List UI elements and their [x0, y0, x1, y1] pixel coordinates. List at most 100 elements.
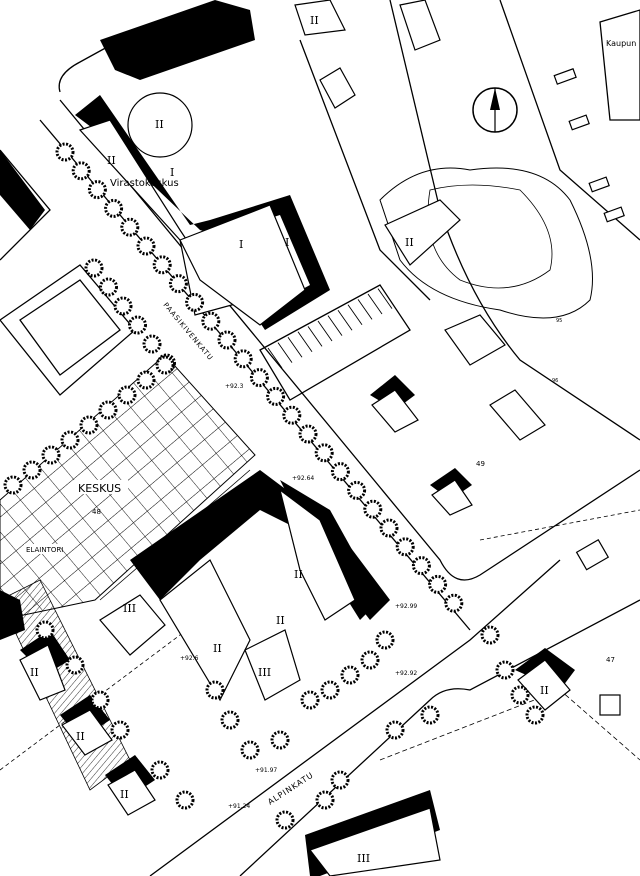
floor-label: III	[123, 602, 136, 615]
parking-edge	[259, 284, 411, 401]
tree-icon	[55, 142, 75, 162]
tree-icon	[495, 660, 515, 680]
tree-icon	[87, 180, 107, 200]
tree-icon	[411, 556, 431, 576]
tree-icon	[525, 705, 545, 725]
tree-icon	[510, 685, 530, 705]
tree-icon	[363, 499, 383, 519]
tree-icon	[420, 705, 440, 725]
floor-label: I	[239, 238, 243, 251]
paasikivenkatu-edge-east	[58, 39, 121, 93]
tree-icon	[84, 258, 104, 278]
floor-label: II	[310, 14, 319, 27]
east-shed-1	[553, 68, 577, 85]
label-virastokeskus: Virastokeskus	[110, 178, 179, 189]
elevation-label: +92.3	[225, 383, 244, 390]
tree-icon	[117, 385, 137, 405]
elevation-label: +92.64	[292, 475, 314, 482]
tree-icon	[90, 690, 110, 710]
tree-icon	[185, 292, 205, 312]
parking-stall-line	[357, 299, 373, 320]
parking-stall-line	[327, 315, 343, 336]
park-building	[384, 199, 461, 266]
tree-icon	[60, 430, 80, 450]
label-keskus: KESKUS	[78, 482, 121, 495]
west-house	[0, 590, 25, 640]
tree-icon	[249, 368, 269, 388]
tree-icon	[375, 630, 395, 650]
contour-95: 95	[556, 318, 562, 324]
tree-icon	[275, 810, 295, 830]
tree-icon	[98, 400, 118, 420]
tree-icon	[104, 198, 124, 218]
tree-icon	[220, 710, 240, 730]
tree-icon	[155, 355, 175, 375]
central-inner-2	[279, 488, 356, 621]
tree-icon	[379, 518, 399, 538]
tree-icon	[240, 740, 260, 760]
tree-icon	[35, 620, 55, 640]
floor-label: II	[120, 788, 129, 801]
floor-label: I	[170, 166, 174, 179]
south-large-body	[309, 807, 441, 876]
tree-icon	[150, 760, 170, 780]
tree-icon	[395, 537, 415, 557]
tree-icon	[113, 296, 133, 316]
parking-stall-line	[347, 304, 363, 326]
east-road-3	[299, 39, 431, 301]
tree-icon	[385, 720, 405, 740]
parking-stall-line	[267, 347, 283, 369]
tree-icon	[330, 770, 350, 790]
floor-label: II	[213, 642, 222, 655]
tree-icon	[340, 665, 360, 685]
floor-label: II	[294, 568, 303, 581]
label-kaupunki: Kaupun	[606, 39, 636, 48]
elevation-marks: +92.3 +92.64 +92.99 +92.92 +91.97 +91.24…	[180, 383, 417, 810]
central-inner-1	[159, 559, 251, 702]
parking-stall-line	[337, 309, 353, 331]
buildings-outline	[19, 0, 625, 876]
field-inner	[19, 279, 121, 376]
tree-icon	[136, 236, 156, 256]
tree-icon	[233, 349, 253, 369]
alpinkatu-edge-north	[149, 559, 561, 876]
tree-icon	[298, 424, 318, 444]
floor-labels: II II II I I I II II II II II III III II…	[30, 14, 549, 865]
floor-label: II	[540, 684, 549, 697]
east-house-2-body	[431, 479, 473, 516]
tree-icon	[152, 255, 172, 275]
south-house-1-body	[19, 644, 66, 701]
elevation-label: +92.6	[180, 655, 199, 662]
virastokeskus-tower-block	[100, 0, 255, 80]
parking-stall-line	[317, 320, 333, 342]
plot-number-47: 47	[606, 656, 615, 664]
floor-label: III	[258, 666, 271, 679]
tree-icon	[347, 480, 367, 500]
floor-label: II	[30, 666, 39, 679]
tree-icon	[300, 690, 320, 710]
south-house-2-body	[61, 709, 113, 756]
plot-number-48: 48	[92, 508, 101, 516]
plot-number-49: 49	[476, 460, 485, 468]
label-elaintori: ELAINTORI	[26, 546, 63, 554]
tree-icon	[99, 277, 118, 297]
elevation-label: +92.92	[395, 670, 417, 677]
east-house-1-body	[371, 389, 419, 433]
east-block-outline	[599, 9, 640, 121]
street-label-alpinkatu: ALPINKATU	[266, 770, 315, 806]
east-shed-4	[603, 206, 625, 223]
top-house	[319, 67, 356, 109]
tree-icon	[79, 415, 99, 435]
tree-icon	[65, 655, 85, 675]
tree-icon	[110, 720, 130, 740]
tree-icon	[270, 730, 290, 750]
tree-icon	[175, 790, 195, 810]
tree-icon	[41, 445, 61, 465]
parking-stall-line	[307, 326, 323, 347]
tree-icon	[282, 405, 302, 425]
parking-stall-line	[297, 331, 313, 353]
tree-icon	[3, 475, 23, 495]
east-building-2	[489, 389, 546, 441]
floor-label: II	[276, 614, 285, 627]
floor-label: II	[147, 53, 156, 66]
